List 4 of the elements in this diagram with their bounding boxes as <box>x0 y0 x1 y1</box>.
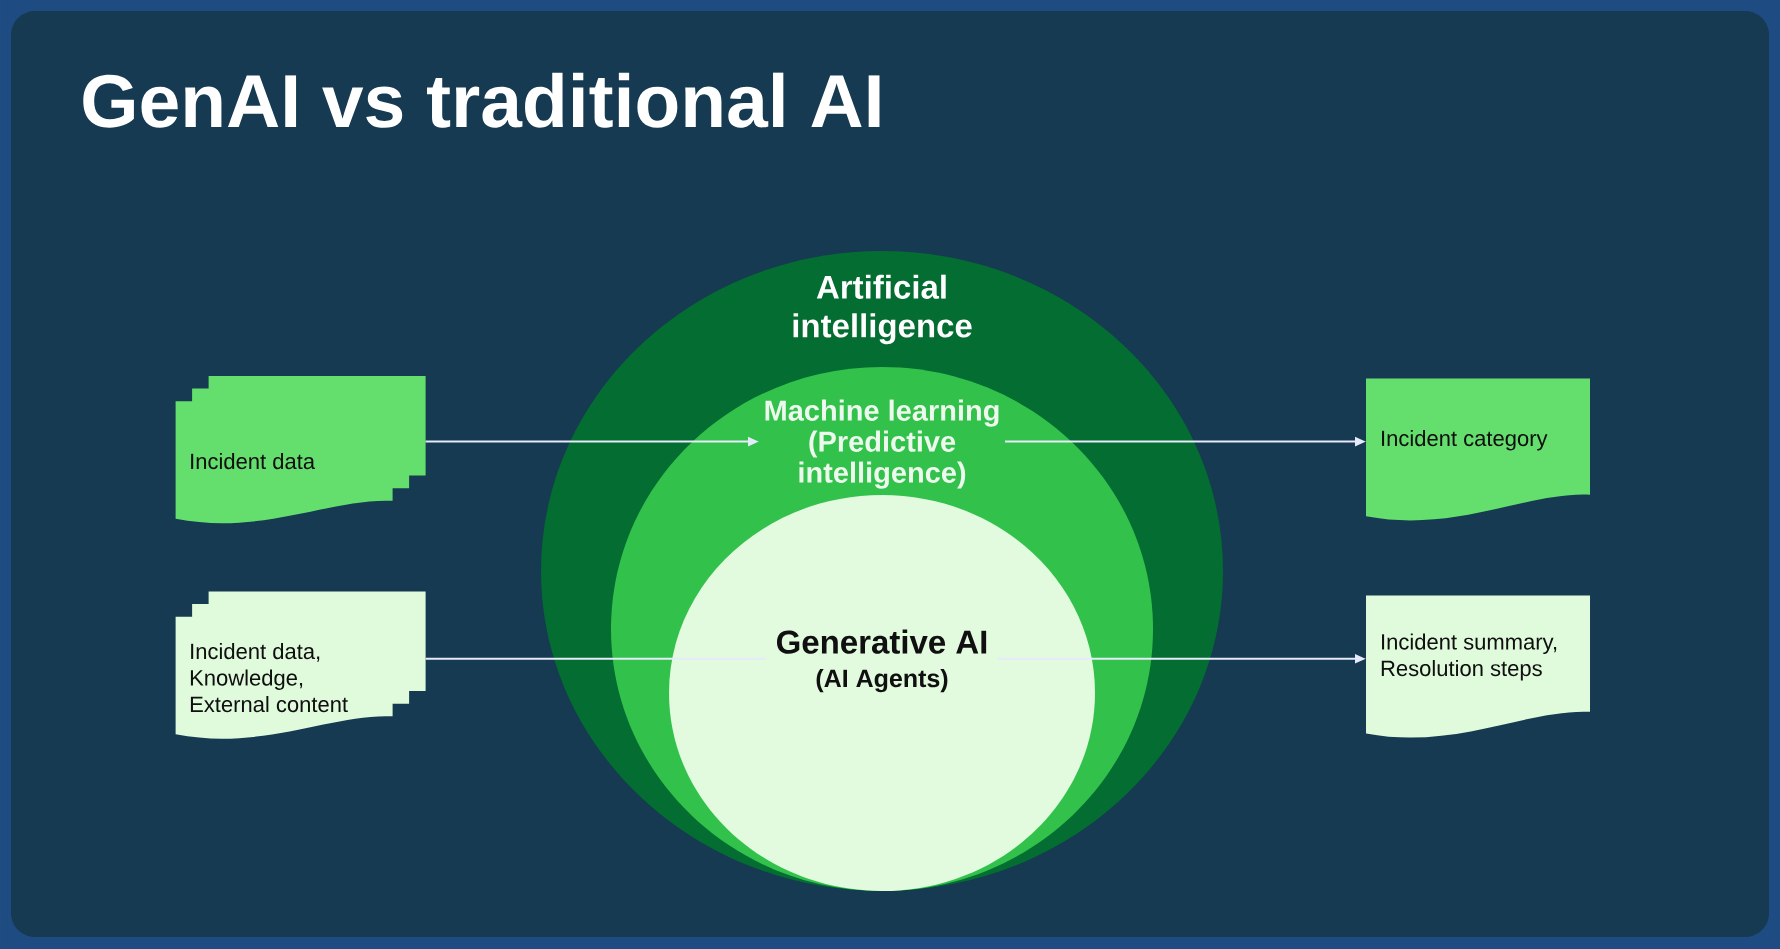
connector-line <box>424 657 767 660</box>
title: GenAI vs traditional AI <box>83 72 880 128</box>
document-stack: Incident data, Knowledge, External content <box>175 591 426 739</box>
document-stack: Incident data <box>175 376 426 524</box>
